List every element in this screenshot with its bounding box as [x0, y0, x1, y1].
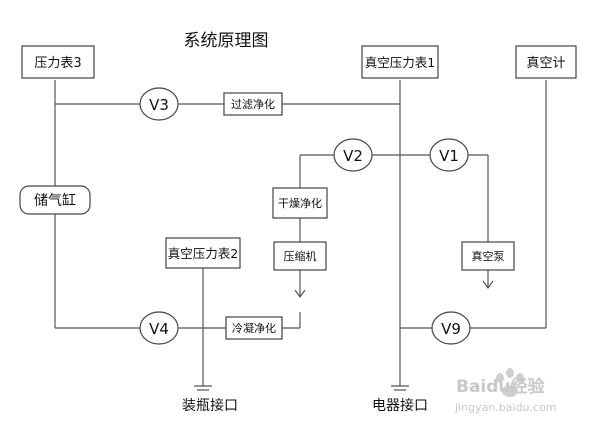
- watermark-url: jingyan.baidu.com: [454, 401, 557, 414]
- valve-v4-label: V4: [149, 320, 169, 338]
- pressure-gauge-3-label: 压力表3: [34, 56, 81, 71]
- vacuum-pump-box: 真空泵: [461, 241, 515, 271]
- valve-v9: V9: [431, 311, 471, 345]
- diagram-title: 系统原理图: [184, 31, 269, 51]
- vacuum-pressure-gauge-2-box: 真空压力表2: [165, 237, 241, 269]
- vacuum-pressure-gauge-1-box: 真空压力表1: [361, 45, 439, 79]
- vacuum-pump-label: 真空泵: [472, 249, 505, 263]
- gas-tank-label: 储气缸: [34, 192, 76, 209]
- pipe-lines: [54, 80, 547, 391]
- bottling-port-label: 装瓶接口: [182, 397, 238, 414]
- compressor-label: 压缩机: [284, 249, 317, 263]
- valve-v4: V4: [139, 311, 179, 345]
- valve-v3: V3: [139, 87, 179, 121]
- valve-v2-label: V2: [343, 147, 363, 165]
- vacuum-pressure-gauge-1-label: 真空压力表1: [365, 55, 435, 70]
- paw-logo-icon: [496, 368, 524, 397]
- dry-purify-label: 干燥净化: [278, 196, 322, 210]
- vacuum-meter-box: 真空计: [515, 45, 577, 79]
- valve-v9-label: V9: [441, 320, 461, 338]
- condense-purify-box: 冷凝净化: [225, 316, 283, 340]
- vacuum-pressure-gauge-2-label: 真空压力表2: [168, 246, 238, 261]
- appliance-port-label: 电器接口: [372, 397, 428, 414]
- vacuum-meter-label: 真空计: [526, 56, 565, 71]
- gas-tank-box: 储气缸: [19, 185, 91, 215]
- pressure-gauge-3-box: 压力表3: [21, 45, 95, 79]
- dry-purify-box: 干燥净化: [272, 187, 328, 219]
- condense-purify-label: 冷凝净化: [232, 321, 276, 335]
- valve-v2: V2: [333, 138, 373, 172]
- valve-v1-label: V1: [439, 147, 459, 165]
- watermark-brand: Baidu经验: [456, 376, 546, 397]
- filter-purify-box: 过滤净化: [223, 92, 283, 116]
- compressor-box: 压缩机: [273, 241, 327, 271]
- valve-v1: V1: [429, 138, 469, 172]
- baidu-watermark: Baidu经验 jingyan.baidu.com: [454, 368, 557, 414]
- filter-purify-label: 过滤净化: [231, 97, 275, 111]
- valve-v3-label: V3: [149, 96, 169, 114]
